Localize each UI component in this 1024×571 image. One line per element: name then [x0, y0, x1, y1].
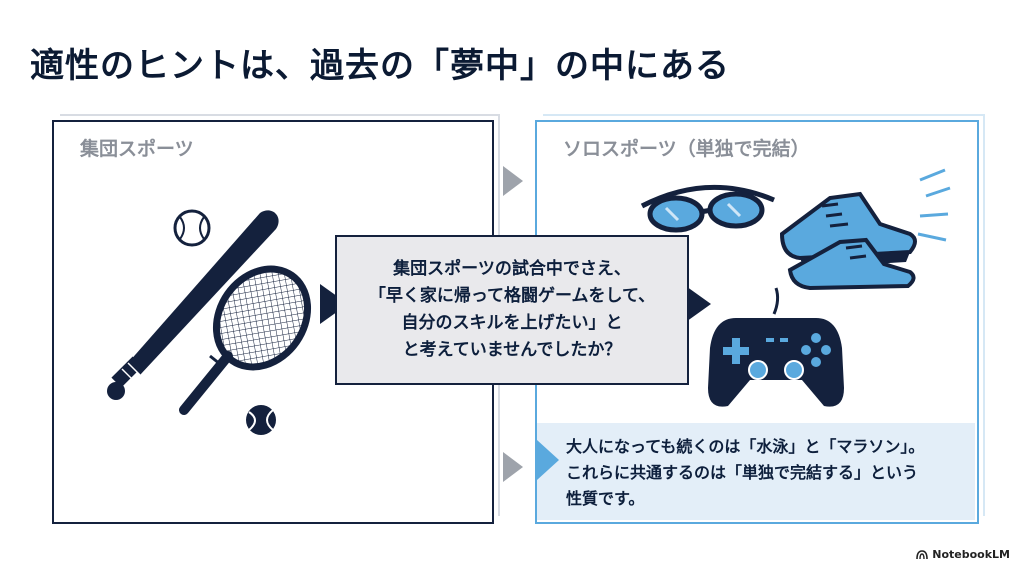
- game-controller-icon: [708, 287, 844, 407]
- callout-line: と考えていませんでしたか？: [402, 340, 622, 360]
- summary-pointer-icon: [537, 440, 559, 480]
- page-title: 適性のヒントは、過去の「夢中」の中にある: [30, 46, 730, 86]
- summary-line: 大人になっても続くのは「水泳」と「マラソン」。: [566, 437, 925, 456]
- callout-line: 集団スポーツの試合中でさえ、: [393, 259, 631, 279]
- solo-sports-label: ソロスポーツ（単独で完結）: [563, 138, 810, 160]
- callout-line: 「早く家に帰って格闘ゲームをして、: [368, 286, 656, 306]
- question-callout: 集団スポーツの試合中でさえ、 「早く家に帰って格闘ゲームをして、 自分のスキルを…: [335, 235, 689, 385]
- arrow-right-icon: [320, 284, 348, 324]
- summary-line: これらに共通するのは「単独で完結する」という: [566, 463, 919, 482]
- callout-line: 自分のスキルを上げたい」と: [401, 313, 623, 333]
- logo-text: NotebookLM: [932, 548, 1010, 561]
- summary-box: [537, 423, 975, 520]
- summary-text: 大人になっても続くのは「水泳」と「マラソン」。 これらに共通するのは「単独で完結…: [566, 434, 966, 512]
- arrow-right-icon: [503, 452, 523, 482]
- tennis-ball-icon: [246, 405, 276, 435]
- arrow-right-icon: [683, 284, 711, 324]
- notebooklm-icon: [916, 549, 929, 559]
- team-sports-label: 集団スポーツ: [80, 138, 194, 160]
- baseball-icon: [173, 209, 211, 247]
- tennis-racket-icon: [179, 265, 312, 415]
- summary-line: 性質です。: [566, 489, 645, 508]
- baseball-bat-icon: [107, 210, 279, 400]
- notebooklm-logo: NotebookLM: [916, 548, 1010, 561]
- running-shoes-icon: [779, 168, 951, 291]
- swim-goggles-icon: [640, 184, 775, 233]
- arrow-right-icon: [503, 166, 523, 196]
